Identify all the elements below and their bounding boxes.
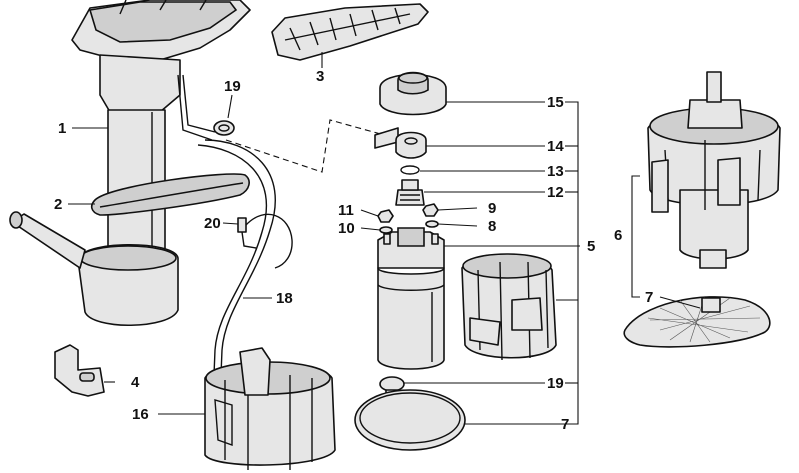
mesh-filter-right xyxy=(623,295,771,348)
banjo-fitting xyxy=(374,127,427,159)
callout-20: 20 xyxy=(204,215,221,232)
callout-19-lower: 19 xyxy=(547,375,564,392)
fuel-pump xyxy=(377,227,445,370)
strainer-disc xyxy=(354,389,466,451)
o-ring xyxy=(400,165,420,175)
nuts-right xyxy=(422,203,439,228)
callout-14: 14 xyxy=(547,138,564,155)
callout-7-center: 7 xyxy=(561,416,569,433)
callout-15: 15 xyxy=(547,94,564,111)
hose-clamp-top xyxy=(213,120,235,136)
callout-12: 12 xyxy=(547,184,564,201)
sending-unit-column xyxy=(107,109,166,251)
callout-5: 5 xyxy=(587,238,595,255)
pump-holder xyxy=(461,253,557,361)
non-return-valve xyxy=(395,179,425,206)
callout-1: 1 xyxy=(58,120,66,137)
callout-labels: 1 2 3 4 5 6 7 7 8 9 10 11 12 13 14 15 16… xyxy=(54,68,653,433)
callout-16: 16 xyxy=(132,406,149,423)
sending-unit-flange-rim xyxy=(88,1,238,43)
bracket-clip xyxy=(54,344,105,397)
damper-cap xyxy=(379,71,447,116)
leader-lines xyxy=(68,52,701,425)
sending-unit-side-pipe xyxy=(11,213,86,269)
callout-7-right: 7 xyxy=(645,289,653,306)
cover-plate xyxy=(271,3,429,61)
sending-unit-assembly xyxy=(9,0,251,327)
electrical-plug xyxy=(237,213,293,269)
pump-assembly-right xyxy=(647,71,781,269)
callout-6: 6 xyxy=(614,227,622,244)
sending-unit-collar xyxy=(99,54,181,113)
callout-4: 4 xyxy=(131,374,140,391)
callout-19-top: 19 xyxy=(224,78,241,95)
fuel-hose xyxy=(197,139,276,401)
callout-18: 18 xyxy=(276,290,293,307)
callout-9: 9 xyxy=(488,200,496,217)
routing-dashed-line xyxy=(225,119,396,173)
callout-3: 3 xyxy=(316,68,324,85)
callout-10: 10 xyxy=(338,220,355,237)
callout-2: 2 xyxy=(54,196,62,213)
swirl-pot-housing xyxy=(204,347,336,470)
callout-11: 11 xyxy=(338,202,354,219)
callout-13: 13 xyxy=(547,163,564,180)
nuts-left xyxy=(377,209,394,234)
callout-8: 8 xyxy=(488,218,496,235)
